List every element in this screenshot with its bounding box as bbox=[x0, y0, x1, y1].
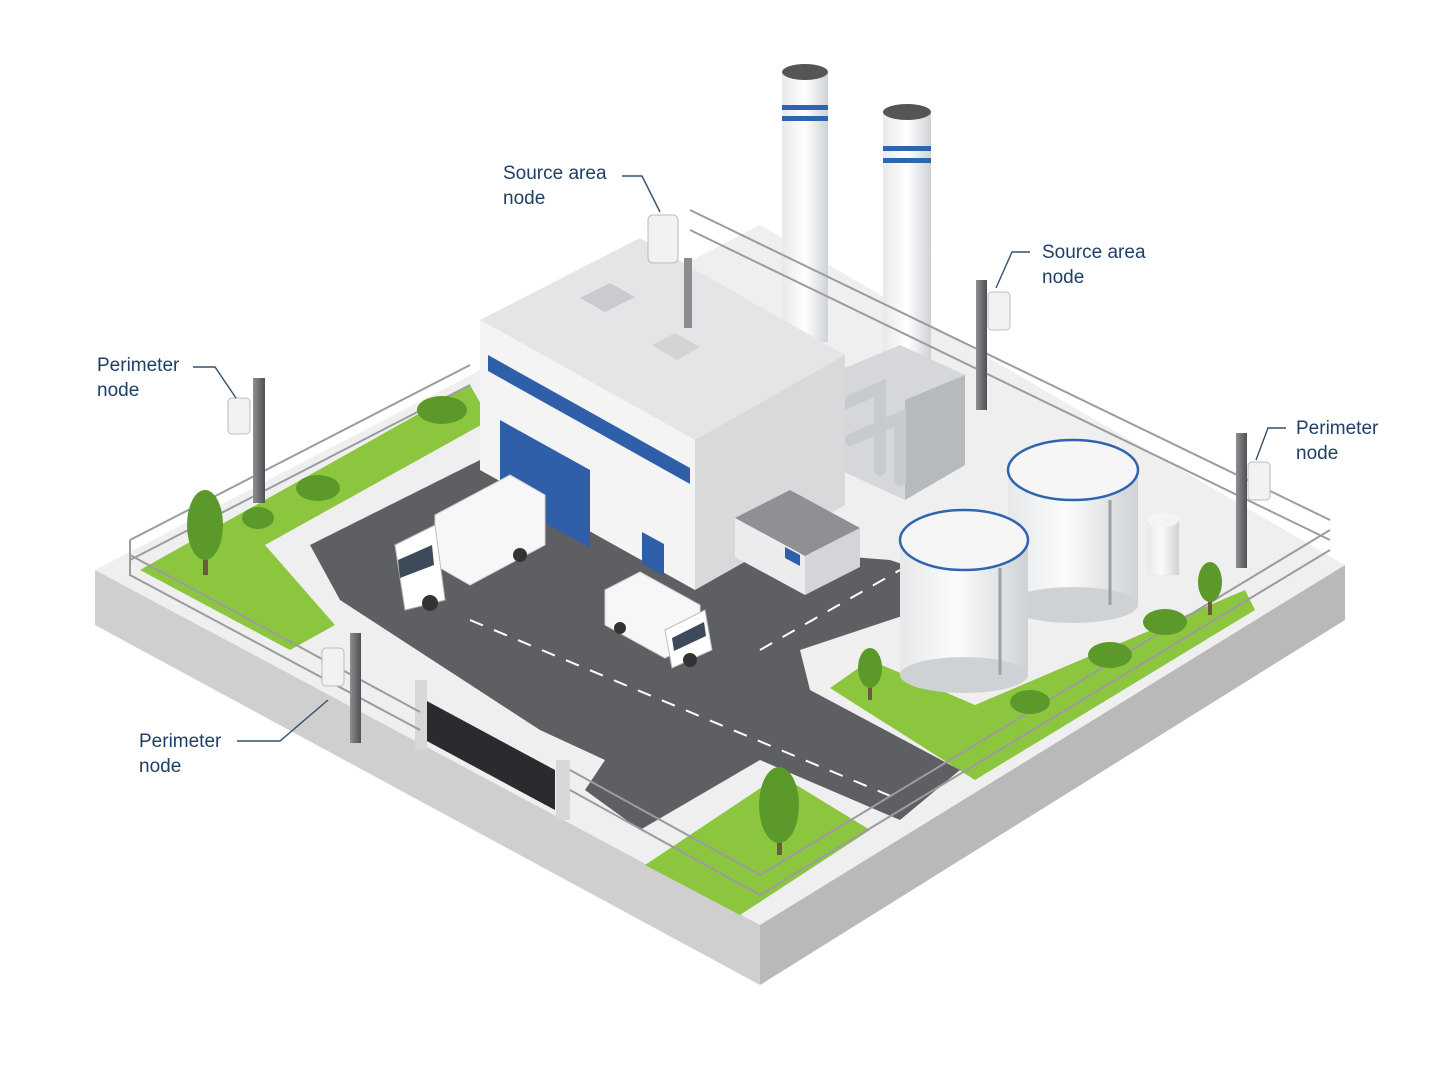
sensor-node-icon bbox=[1236, 433, 1271, 568]
tree-icon bbox=[759, 767, 799, 855]
label-perimeter-right: Perimeter node bbox=[1296, 418, 1384, 464]
sensor-node-icon bbox=[976, 280, 1011, 410]
sensor-node-icon bbox=[321, 633, 361, 743]
tree-icon bbox=[187, 490, 223, 575]
storage-tank-icon bbox=[1006, 438, 1140, 623]
leader-perimeter-left bbox=[193, 366, 237, 399]
label-perimeter-bottom: Perimeter node bbox=[139, 731, 227, 777]
shrubs bbox=[242, 396, 1187, 714]
label-source-area-right: Source area node bbox=[1042, 242, 1151, 288]
grass-areas bbox=[140, 385, 1255, 915]
leader-source-top bbox=[622, 175, 661, 213]
factory-building bbox=[480, 238, 845, 590]
small-tank bbox=[1147, 513, 1179, 575]
tree-icon bbox=[858, 648, 882, 700]
truck-icon bbox=[604, 571, 713, 669]
grass-right bbox=[830, 590, 1255, 780]
leader-perimeter-right bbox=[1255, 427, 1286, 461]
leader-source-right bbox=[995, 251, 1030, 289]
grass-bottom bbox=[645, 775, 870, 915]
truck-icon bbox=[394, 474, 546, 611]
smokestack-icon bbox=[782, 64, 828, 342]
storage-tank-icon bbox=[898, 508, 1030, 693]
pipe-machinery bbox=[824, 345, 965, 500]
sensor-node-icon bbox=[647, 214, 679, 264]
grass-left bbox=[140, 385, 490, 650]
leader-perimeter-bottom bbox=[237, 699, 329, 742]
perimeter-fence bbox=[129, 209, 1331, 897]
smokestack-icon bbox=[883, 104, 931, 392]
sensor-node-icon bbox=[227, 378, 265, 503]
tree-icon bbox=[1198, 562, 1222, 615]
annex-building bbox=[735, 490, 860, 595]
label-perimeter-left: Perimeter node bbox=[97, 355, 185, 401]
entrance-gate bbox=[415, 680, 570, 820]
label-source-area-top: Source area node bbox=[503, 163, 612, 209]
